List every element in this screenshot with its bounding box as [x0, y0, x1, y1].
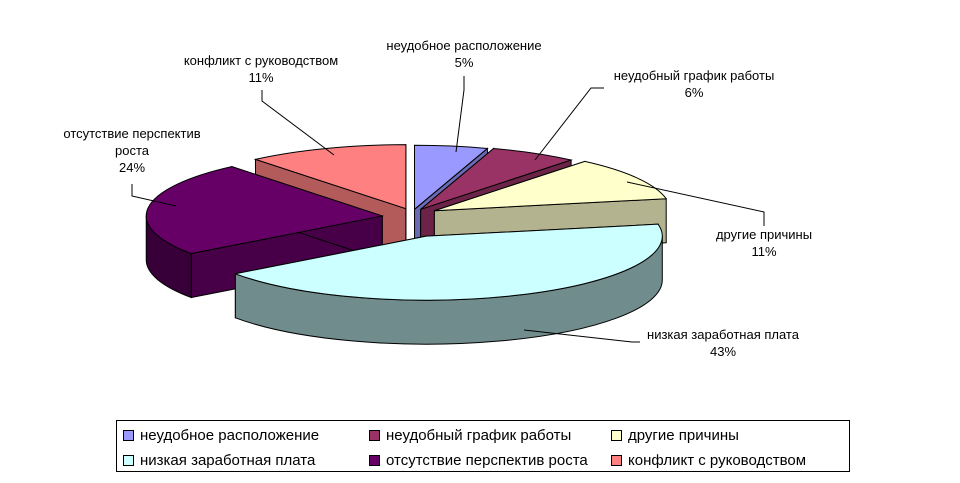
- legend-label: неудобное расположение: [140, 427, 320, 444]
- data-label-schedule: неудобный график работы 6%: [614, 68, 775, 100]
- slice-schedule: [420, 147, 573, 210]
- legend-swatch: [123, 430, 134, 441]
- slice-salary: [233, 223, 663, 301]
- slice-prospects: [145, 166, 385, 255]
- slice-other: [434, 160, 668, 212]
- leader-line-location: [455, 76, 465, 153]
- legend-item-location: неудобное расположение: [123, 427, 319, 444]
- legend-item-salary: низкая заработная плата: [123, 452, 315, 469]
- data-label-text: конфликт с руководством: [184, 53, 338, 68]
- data-label-text: роста: [115, 143, 150, 158]
- legend-label: конфликт с руководством: [628, 452, 807, 469]
- legend-item-other: другие причины: [611, 427, 739, 444]
- legend-swatch: [369, 455, 380, 466]
- legend-swatch: [611, 455, 622, 466]
- data-label-salary: низкая заработная плата 43%: [647, 327, 800, 359]
- data-label-text: неудобный график работы: [614, 68, 775, 83]
- legend-item-schedule: неудобный график работы: [369, 427, 571, 444]
- data-label-prospects: отсутствие перспектив роста 24%: [63, 126, 200, 175]
- legend-item-prospects: отсутствие перспектив роста: [369, 452, 588, 469]
- data-label-text: неудобное расположение: [386, 38, 541, 53]
- data-label-text: низкая заработная плата: [647, 327, 800, 342]
- legend: неудобное расположение неудобный график …: [116, 420, 850, 472]
- leader-line-other: [626, 181, 765, 226]
- data-label-percent: 24%: [119, 160, 145, 175]
- leader-line-prospects: [131, 184, 177, 207]
- legend-label: другие причины: [628, 427, 739, 444]
- legend-swatch: [123, 455, 134, 466]
- data-label-location: неудобное расположение 5%: [386, 38, 541, 70]
- data-label-percent: 5%: [455, 55, 474, 70]
- leader-line-schedule: [534, 87, 604, 161]
- legend-swatch: [611, 430, 622, 441]
- legend-label: низкая заработная плата: [140, 452, 316, 469]
- data-label-percent: 6%: [685, 85, 704, 100]
- data-label-percent: 11%: [751, 244, 776, 259]
- leader-line-conflict: [261, 90, 335, 156]
- data-label-percent: 43%: [710, 344, 736, 359]
- data-label-conflict: конфликт с руководством 11%: [184, 53, 338, 85]
- legend-item-conflict: конфликт с руководством: [611, 452, 806, 469]
- legend-label: неудобный график работы: [386, 427, 572, 444]
- legend-swatch: [369, 430, 380, 441]
- legend-label: отсутствие перспектив роста: [386, 452, 588, 469]
- data-label-other: другие причины 11%: [716, 227, 812, 259]
- slice-location: [414, 144, 489, 211]
- data-label-text: другие причины: [716, 227, 812, 242]
- data-label-percent: 11%: [248, 70, 273, 85]
- leader-line-salary: [523, 329, 640, 343]
- data-label-text: отсутствие перспектив: [63, 126, 200, 141]
